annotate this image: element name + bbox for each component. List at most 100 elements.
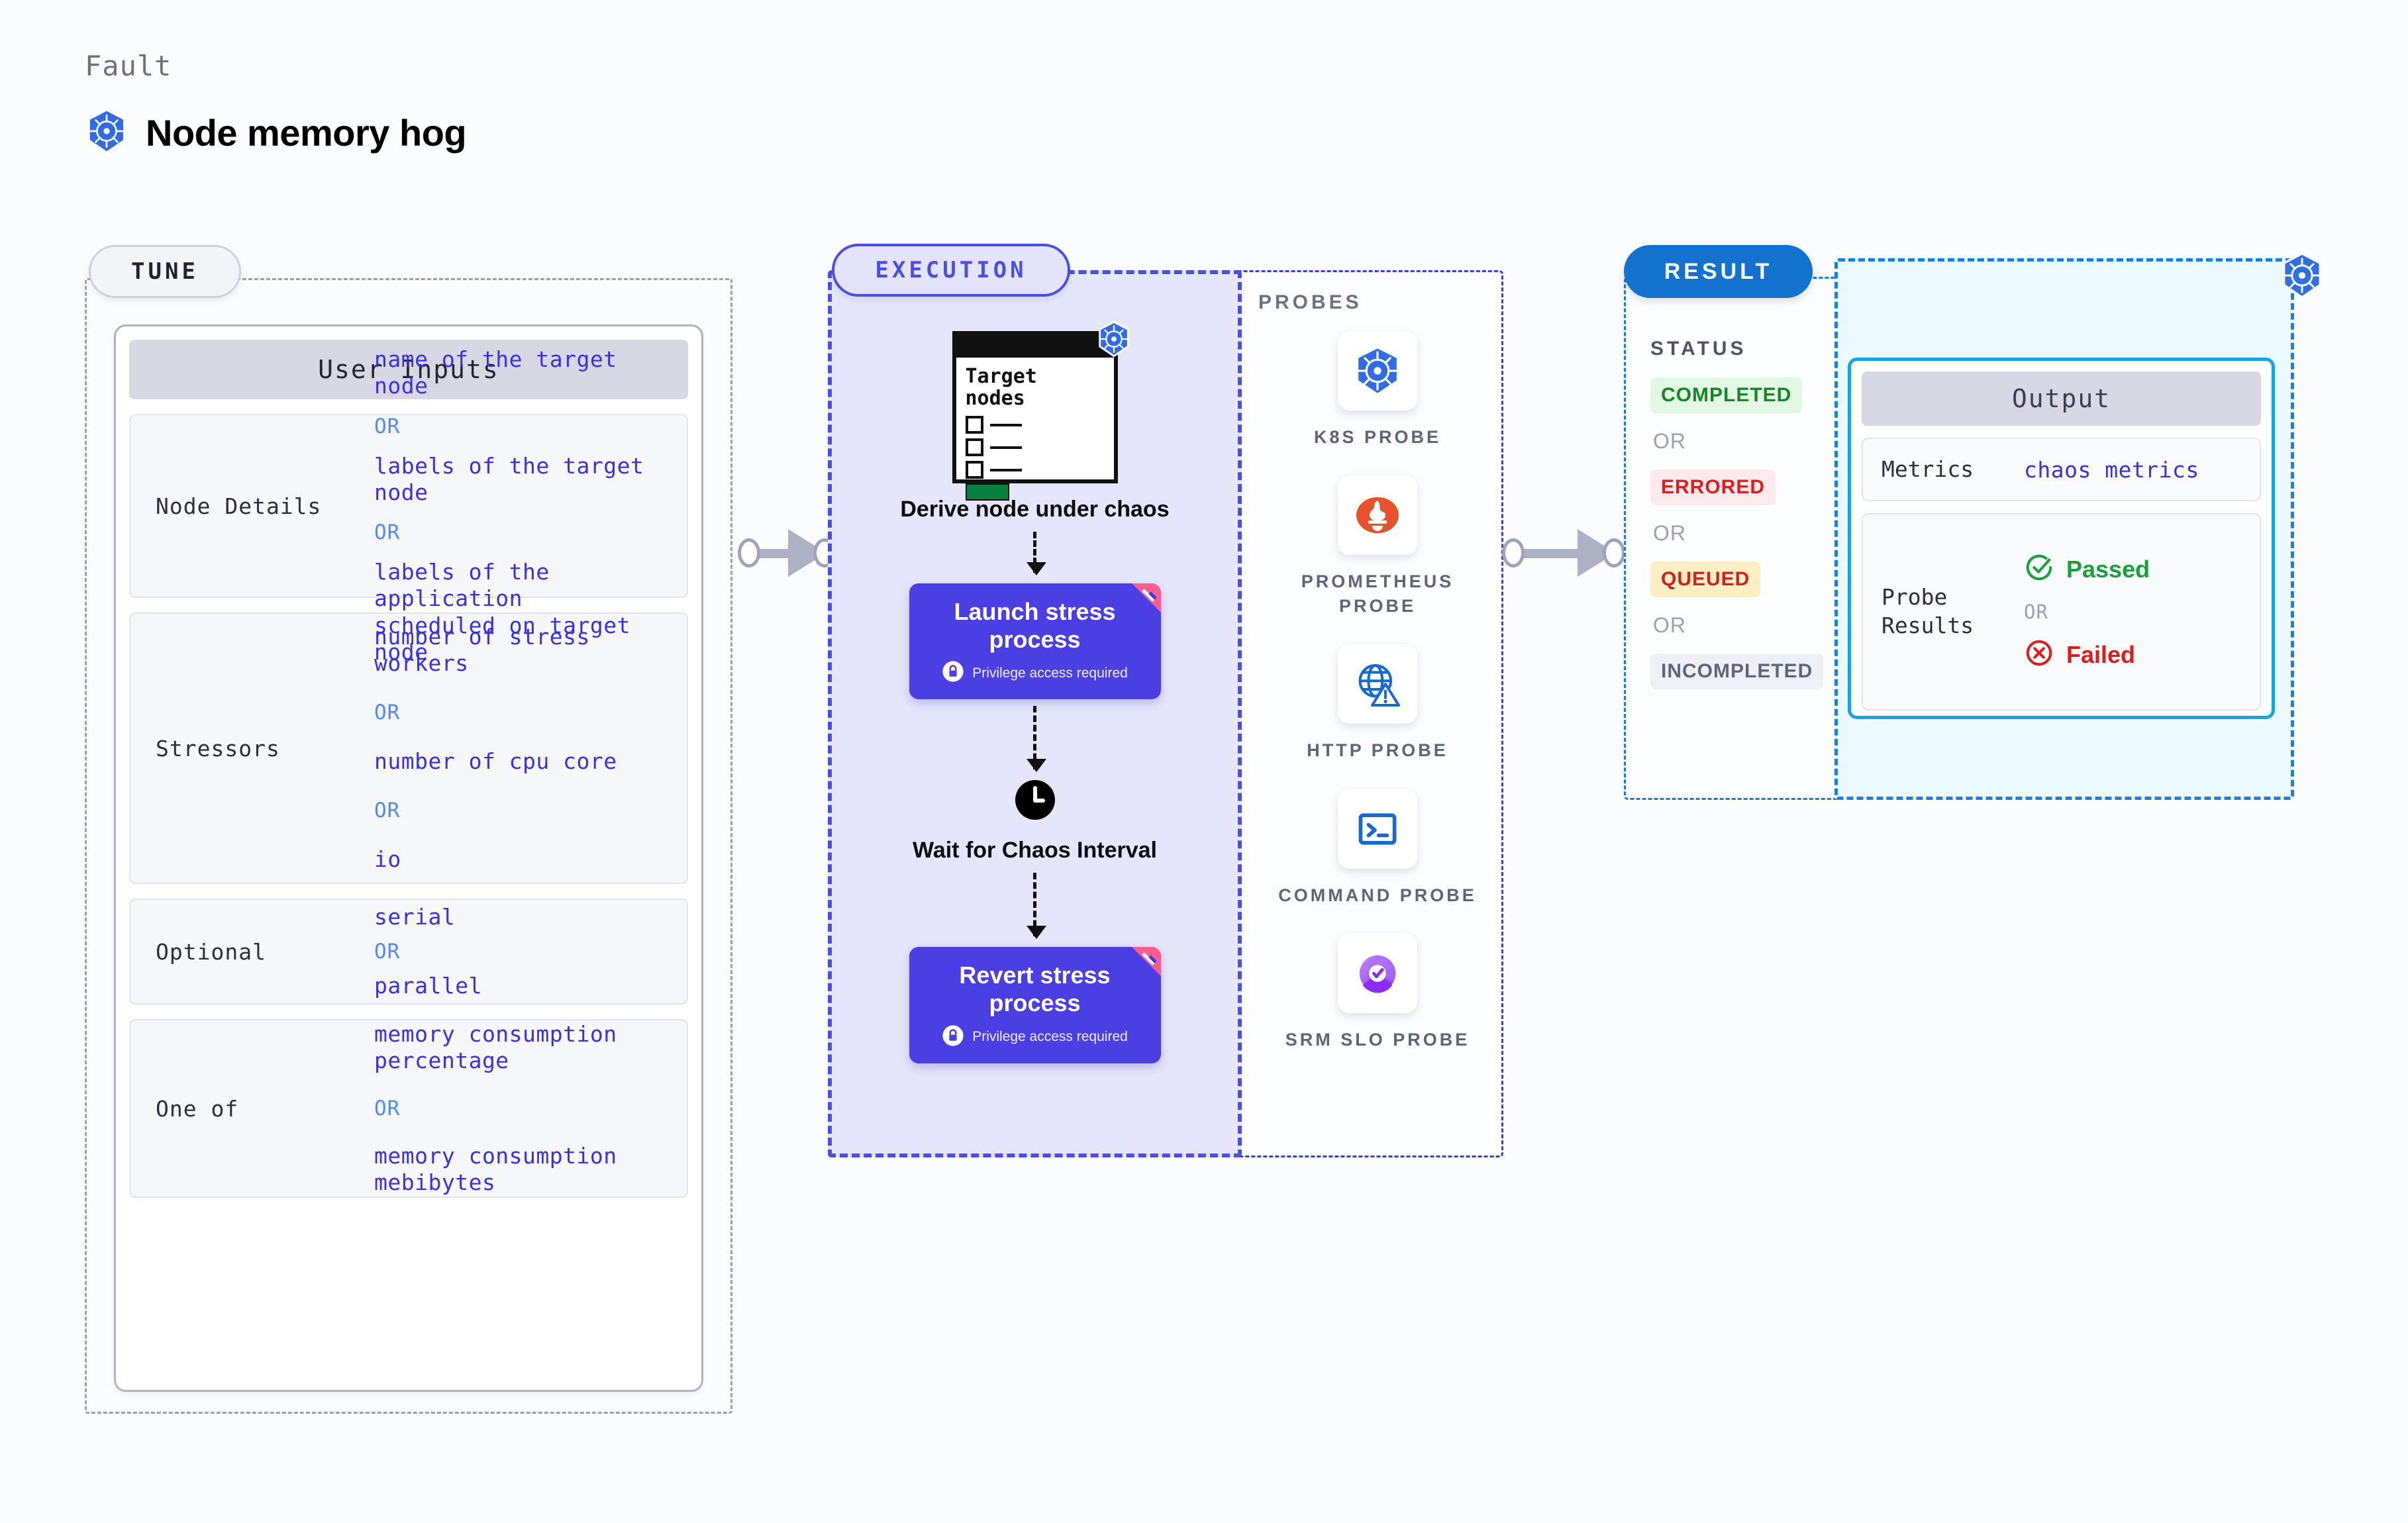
probes-label: PROBES (1258, 291, 1362, 313)
kubernetes-icon (1095, 320, 1132, 361)
or-separator: OR (1653, 521, 1686, 545)
lock-icon (942, 660, 964, 686)
result-pill-label[interactable]: RESULT (1624, 245, 1813, 298)
or-separator: OR (374, 520, 401, 544)
input-group-key: Stressors (156, 735, 280, 762)
line-placeholder (989, 468, 1022, 471)
terminal-icon (1338, 789, 1417, 869)
privilege-note: Privilege access required (972, 665, 1128, 681)
or-separator: OR (1653, 429, 1686, 453)
checkbox-icon (965, 416, 983, 434)
probe-label: PROMETHEUS PROBE (1301, 571, 1454, 616)
input-value: memory consumption percentage (374, 1020, 617, 1073)
probe-result-passed: Passed (2024, 552, 2253, 586)
input-group-one-of: One of memory consumption percentage OR … (129, 1019, 688, 1198)
step-title: Launch stress process (954, 597, 1116, 653)
probe-label: HTTP PROBE (1307, 740, 1448, 761)
or-separator: OR (374, 1097, 401, 1120)
probe-results-key: Probe Results (1881, 584, 1974, 638)
input-group-key: One of (156, 1095, 239, 1122)
output-probe-results-row: Probe Results Passed OR Failed (1862, 513, 2261, 711)
input-value: number of stress workers (374, 623, 590, 676)
clock-icon (1014, 779, 1056, 824)
status-badge: INCOMPLETED (1650, 654, 1824, 689)
probe-srm-slo[interactable]: SRM SLO PROBE (1268, 934, 1487, 1052)
input-value: parallel (374, 973, 482, 999)
or-separator: OR (374, 701, 401, 724)
check-circle-icon (2024, 552, 2054, 586)
flow-arrow (1027, 872, 1046, 939)
input-value: memory consumption mebibytes (374, 1143, 617, 1196)
connector-tune-to-execution (734, 529, 840, 577)
or-separator: OR (374, 414, 401, 438)
output-title: Output (1862, 371, 2261, 426)
input-value: labels of the application scheduled on t… (374, 559, 630, 665)
probes-list: K8S PROBE PROMETHEUS PROBE HTTP PROBE CO… (1268, 331, 1487, 1052)
line-placeholder (989, 446, 1022, 449)
input-group-key: Optional (156, 938, 266, 965)
input-group-optional: Optional serial OR parallel (129, 899, 688, 1005)
ribbon-badge-icon (1119, 583, 1161, 626)
checkbox-icon (965, 438, 983, 456)
input-value: number of cpu core (374, 748, 617, 774)
connector-execution-to-result (1498, 529, 1630, 577)
ribbon-badge-icon (1119, 946, 1161, 989)
probe-label: COMMAND PROBE (1278, 885, 1477, 905)
slo-donut-icon (1338, 934, 1417, 1014)
passed-label: Passed (2066, 555, 2150, 583)
input-value: labels of the target node (374, 452, 644, 505)
input-group-node-details: Node Details name of the target node OR … (129, 346, 688, 665)
input-group-stressors: Stressors number of stress workers OR nu… (129, 613, 688, 884)
prometheus-icon (1338, 475, 1417, 556)
probe-http[interactable]: HTTP PROBE (1268, 644, 1487, 762)
privilege-note: Privilege access required (972, 1029, 1128, 1045)
probe-label: SRM SLO PROBE (1285, 1030, 1470, 1050)
or-separator: OR (374, 940, 401, 963)
input-value: name of the target node (374, 346, 617, 399)
kubernetes-icon (85, 109, 128, 156)
probe-prometheus[interactable]: PROMETHEUS PROBE (1268, 475, 1487, 618)
tune-section (85, 278, 732, 1414)
globe-warning-icon (1338, 644, 1417, 724)
target-nodes-card: Target nodes (952, 320, 1129, 501)
status-label: STATUS (1650, 338, 1747, 360)
line-placeholder (989, 423, 1022, 426)
status-badge: ERRORED (1650, 469, 1776, 505)
derive-node-caption: Derive node under chaos (900, 497, 1170, 522)
step-title: Revert stress process (959, 961, 1111, 1017)
lock-icon (942, 1024, 964, 1050)
tune-pill-label[interactable]: TUNE (89, 245, 241, 298)
probe-result-failed: Failed (2024, 638, 2253, 671)
probe-k8s[interactable]: K8S PROBE (1268, 331, 1487, 449)
x-circle-icon (2024, 638, 2054, 671)
probe-command[interactable]: COMMAND PROBE (1268, 789, 1487, 907)
or-separator: OR (374, 799, 401, 823)
status-list: COMPLETED OR ERRORED OR QUEUED OR INCOMP… (1650, 377, 1849, 689)
status-badge: QUEUED (1650, 562, 1761, 597)
step-revert-stress-process[interactable]: Revert stress process Privilege access r… (909, 946, 1161, 1063)
or-separator: OR (1653, 613, 1686, 637)
execution-pill-label[interactable]: EXECUTION (832, 244, 1070, 297)
kubernetes-icon (2278, 252, 2326, 299)
checkbox-icon (965, 461, 983, 479)
input-value: io (374, 846, 401, 873)
target-nodes-title: Target nodes (965, 365, 1037, 410)
fault-kicker: Fault (85, 50, 172, 82)
kubernetes-icon (1338, 331, 1417, 411)
flow-arrow (1027, 706, 1046, 773)
probe-label: K8S PROBE (1313, 427, 1442, 447)
input-value: serial (374, 903, 456, 930)
metrics-key: Metrics (1881, 456, 1974, 482)
page-title: Node memory hog (146, 112, 467, 154)
user-inputs-title: User Inputs (129, 340, 688, 399)
wait-caption: Wait for Chaos Interval (912, 838, 1158, 863)
metrics-value: chaos metrics (2024, 456, 2199, 483)
status-badge: COMPLETED (1650, 377, 1803, 413)
output-card: Output Metrics chaos metrics Probe Resul… (1848, 358, 2275, 719)
step-launch-stress-process[interactable]: Launch stress process Privilege access r… (909, 583, 1161, 700)
failed-label: Failed (2066, 640, 2136, 668)
execution-flow: Target nodes Derive node under chaos Lau… (854, 320, 1215, 1063)
progress-bar (965, 483, 1009, 501)
flow-arrow (1027, 531, 1046, 575)
user-inputs-card: User Inputs Node Details name of the tar… (114, 324, 703, 1392)
